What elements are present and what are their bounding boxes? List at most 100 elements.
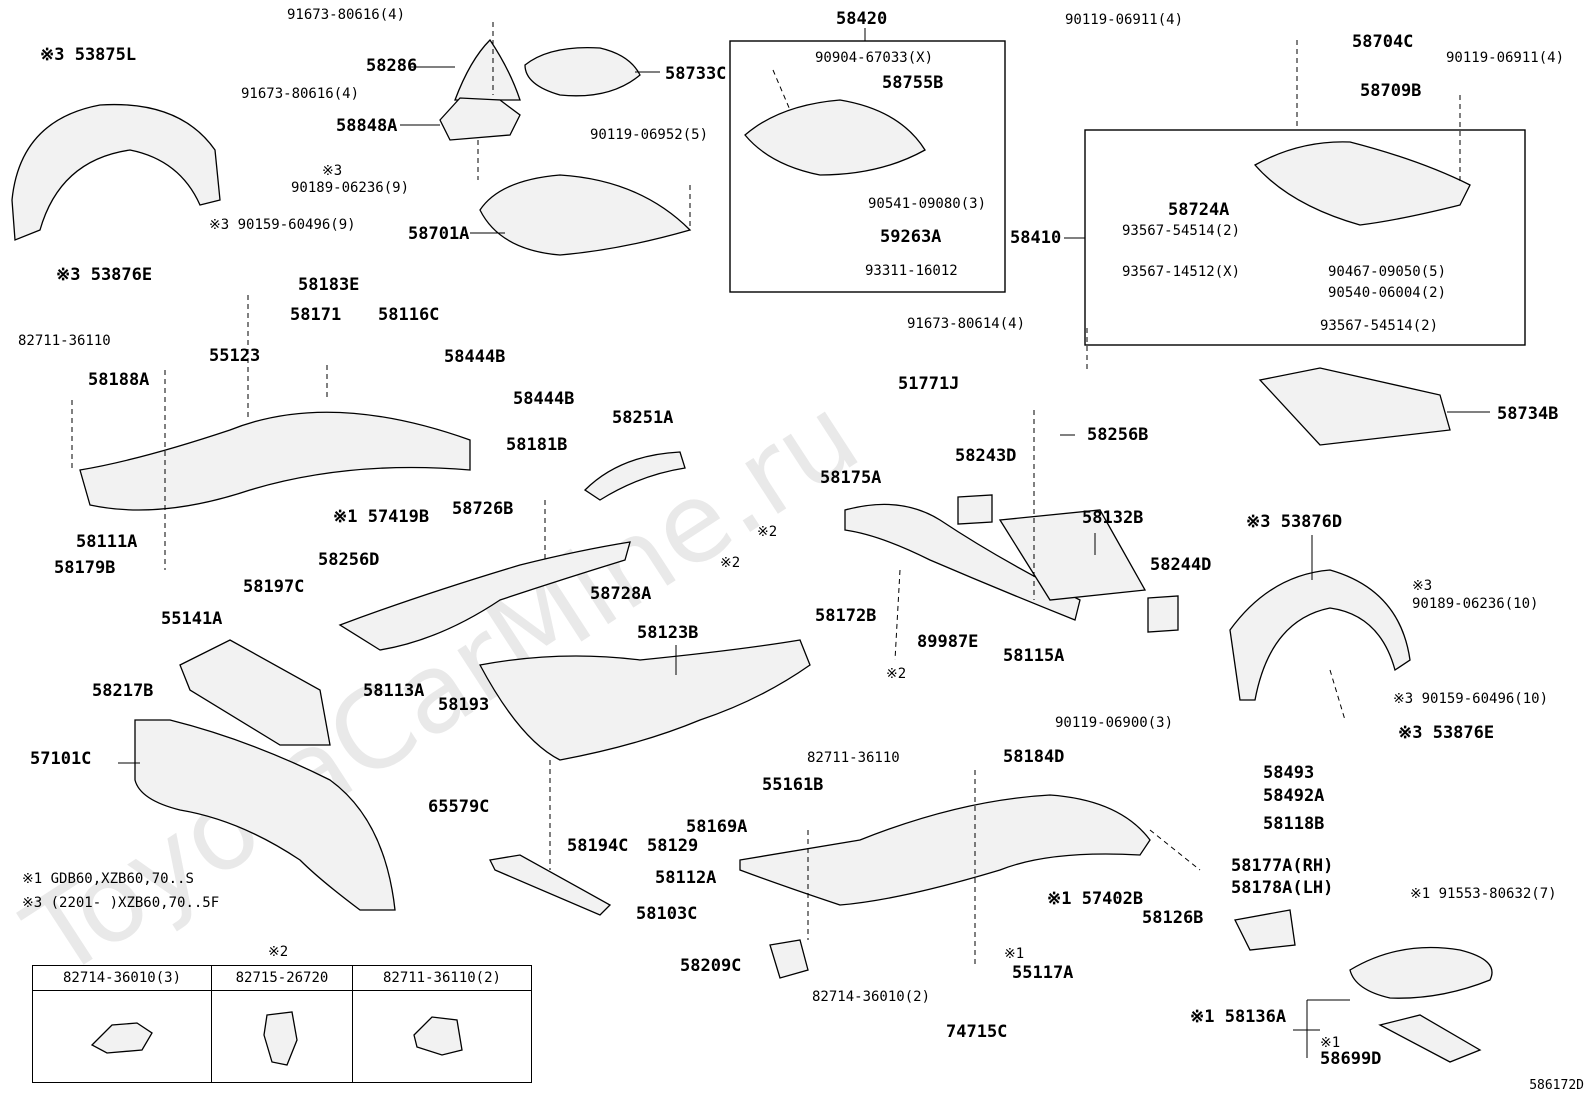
part-58286 bbox=[454, 38, 521, 101]
callout-c03: 58733C bbox=[665, 64, 726, 84]
part-58217B bbox=[179, 639, 331, 746]
dashed-guides bbox=[71, 22, 1461, 965]
clip-82714-icon bbox=[90, 1021, 153, 1054]
callout-c54: ※2 bbox=[720, 555, 740, 571]
callout-c55: 58244D bbox=[1150, 555, 1211, 575]
part-58699D bbox=[1378, 1014, 1482, 1063]
part-58123B bbox=[479, 639, 811, 761]
callout-c17: 93311-16012 bbox=[865, 263, 958, 279]
parts-shapes bbox=[11, 38, 1493, 1063]
part-58132B bbox=[998, 509, 1147, 601]
callout-c10: ※3 53876E bbox=[56, 265, 152, 285]
callout-c34: 58444B bbox=[444, 347, 505, 367]
part-58113A bbox=[338, 541, 631, 651]
callout-c65: 58728A bbox=[590, 584, 651, 604]
part-58115A bbox=[844, 503, 1081, 621]
part-58848A bbox=[439, 97, 521, 141]
table-header-row: 82714-36010(3) 82715-26720 82711-36110(2… bbox=[31, 965, 533, 991]
callout-c93: ※1 58136A bbox=[1190, 1007, 1286, 1027]
callout-c33: 58188A bbox=[88, 370, 149, 390]
callout-c80: 58118B bbox=[1263, 814, 1324, 834]
callout-c72: 58129 bbox=[647, 836, 698, 856]
callout-c16: 59263A bbox=[880, 227, 941, 247]
part-58112A bbox=[739, 794, 1151, 906]
callout-c25: 90467-09050(5) bbox=[1328, 264, 1446, 280]
leader-lines bbox=[118, 66, 1490, 1058]
callout-c40: 58251A bbox=[612, 408, 673, 428]
callout-c43: 58726B bbox=[452, 499, 513, 519]
callout-c61: ※3 bbox=[1412, 578, 1432, 594]
callout-c28: 58183E bbox=[298, 275, 359, 295]
callout-c62: 90189-06236(10) bbox=[1412, 596, 1538, 612]
parts-table: 82714-36010(3) 82715-26720 82711-36110(2… bbox=[31, 965, 533, 1083]
callout-c44: 58111A bbox=[76, 532, 137, 552]
callout-c47: 58197C bbox=[243, 577, 304, 597]
part-58733C bbox=[524, 46, 641, 97]
callout-c04: 91673-80616(4) bbox=[241, 86, 359, 102]
callout-c42: ※1 57419B bbox=[333, 507, 429, 527]
part-58734B bbox=[1258, 367, 1451, 446]
callout-c01: 91673-80616(4) bbox=[287, 7, 405, 23]
callout-c09: ※3 90159-60496(9) bbox=[209, 217, 356, 233]
callout-c23: 93567-54514(2) bbox=[1122, 223, 1240, 239]
part-58251A bbox=[583, 451, 686, 501]
callout-c30: 58116C bbox=[378, 305, 439, 325]
table-image-row bbox=[31, 990, 533, 1083]
clip-82715-icon bbox=[263, 1010, 298, 1066]
callout-c49: 58113A bbox=[363, 681, 424, 701]
callout-c05: 58848A bbox=[336, 116, 397, 136]
callout-c38: 58734B bbox=[1497, 404, 1558, 424]
callout-c11: 90119-06952(5) bbox=[590, 127, 708, 143]
callout-c74: 82711-36110 bbox=[807, 750, 900, 766]
part-58111A bbox=[79, 411, 471, 511]
callout-c29: 58171 bbox=[290, 305, 341, 325]
callout-c89: 82714-36010(2) bbox=[812, 989, 930, 1005]
callout-c08: 90189-06236(9) bbox=[291, 180, 409, 196]
callout-c19: 58704C bbox=[1352, 32, 1413, 52]
callout-c81: 58112A bbox=[655, 868, 716, 888]
note-3: ※3 (2201- )XZB60,70..5F bbox=[22, 895, 220, 911]
callout-c76: 58184D bbox=[1003, 747, 1064, 767]
callout-c18: 90119-06911(4) bbox=[1065, 12, 1183, 28]
callout-c13: 90904-67033(X) bbox=[815, 50, 933, 66]
table-cell-clip-3 bbox=[351, 990, 533, 1083]
part-58420-cover bbox=[744, 99, 926, 176]
callout-c15: 90541-09080(3) bbox=[868, 196, 986, 212]
callout-c63: ※3 90159-60496(10) bbox=[1393, 691, 1548, 707]
callout-c82: 58177A(RH) bbox=[1231, 856, 1333, 876]
callout-c31: 82711-36110 bbox=[18, 333, 111, 349]
callout-c95: 58699D bbox=[1320, 1049, 1381, 1069]
callout-c07: ※3 bbox=[322, 163, 342, 179]
callout-c53: ※2 bbox=[757, 524, 777, 540]
callout-c94: ※1 bbox=[1320, 1035, 1340, 1051]
callout-c20: 90119-06911(4) bbox=[1446, 50, 1564, 66]
callout-c48: 55141A bbox=[161, 609, 222, 629]
callout-c70: 65579C bbox=[428, 797, 489, 817]
part-58103C bbox=[489, 854, 612, 916]
callout-c79: 58492A bbox=[1263, 786, 1324, 806]
callout-c56: 58172B bbox=[815, 606, 876, 626]
callout-c78: 58493 bbox=[1263, 763, 1314, 783]
callout-c37: 51771J bbox=[898, 374, 959, 394]
callout-c75: 55161B bbox=[762, 775, 823, 795]
callout-c92: 74715C bbox=[946, 1022, 1007, 1042]
group-box-58410-label: 58410 bbox=[1010, 228, 1061, 248]
callout-c36: 91673-80614(4) bbox=[907, 316, 1025, 332]
callout-c90: ※1 bbox=[1004, 946, 1024, 962]
callout-c73: 58169A bbox=[686, 817, 747, 837]
table-header: 82714-36010(3) bbox=[31, 965, 213, 991]
table-cell-clip-2 bbox=[211, 990, 353, 1083]
table-cell-clip-1 bbox=[31, 990, 213, 1083]
callout-c68: 58193 bbox=[438, 695, 489, 715]
part-53876D bbox=[1229, 569, 1411, 701]
callout-c67: 58217B bbox=[92, 681, 153, 701]
callout-c22: 58724A bbox=[1168, 200, 1229, 220]
callout-c60: ※3 53876D bbox=[1246, 512, 1342, 532]
part-58243D bbox=[957, 494, 993, 525]
callout-c85: 58103C bbox=[636, 904, 697, 924]
callout-c35: 58444B bbox=[513, 389, 574, 409]
callout-c91: 55117A bbox=[1012, 963, 1073, 983]
callout-c12: 58701A bbox=[408, 224, 469, 244]
callout-c52: 58132B bbox=[1082, 508, 1143, 528]
